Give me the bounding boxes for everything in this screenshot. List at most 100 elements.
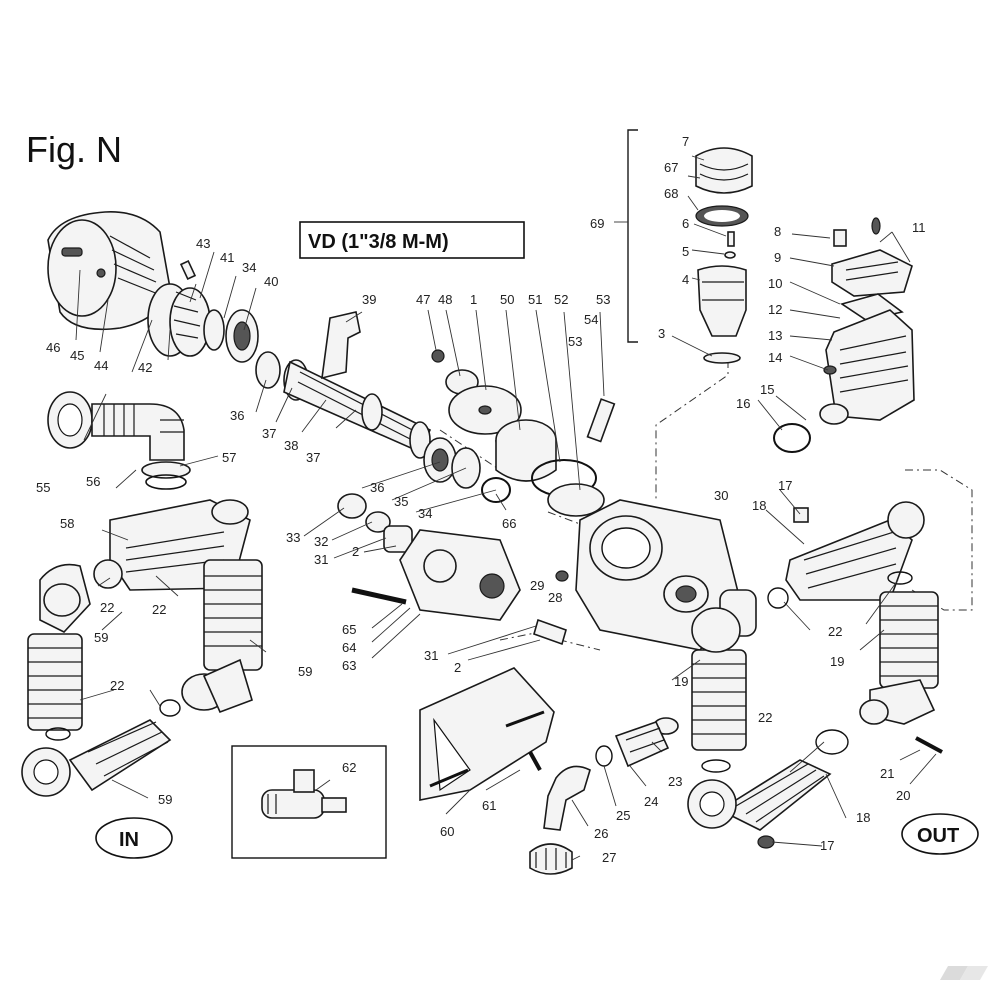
callout-53-upper: 53 [596, 292, 610, 307]
callout-66: 66 [502, 516, 516, 531]
out-badge [901, 813, 979, 855]
callout-2-upper: 2 [352, 544, 359, 559]
callout-52: 52 [554, 292, 568, 307]
callout-59-center: 59 [298, 664, 312, 679]
callout-22-left-upper: 22 [100, 600, 114, 615]
callout-59-lower: 59 [158, 792, 172, 807]
air-chamber-parts [695, 147, 753, 364]
callout-69: 69 [590, 216, 604, 231]
callout-22-right: 22 [828, 624, 842, 639]
callout-3: 3 [658, 326, 665, 341]
callout-54: 54 [584, 312, 598, 327]
callout-17-lower: 17 [820, 838, 834, 853]
callout-18-upper: 18 [752, 498, 766, 513]
callout-34-upper: 34 [242, 260, 256, 275]
callout-22-left-mid: 22 [152, 602, 166, 617]
in-label: IN [119, 829, 139, 851]
figure-title: Fig. N [26, 129, 122, 170]
callout-32: 32 [314, 534, 328, 549]
callout-6: 6 [682, 216, 689, 231]
callout-55: 55 [36, 480, 50, 495]
callout-26: 26 [594, 826, 608, 841]
callout-4: 4 [682, 272, 689, 287]
callout-44: 44 [94, 358, 108, 373]
callout-21: 21 [880, 766, 894, 781]
callout-39: 39 [362, 292, 376, 307]
model-label: VD (1"3/8 M-M) [308, 231, 449, 253]
group-69-bracket [627, 129, 638, 343]
callout-53-lower: 53 [568, 334, 582, 349]
model-label-box [299, 221, 525, 259]
callout-18-lower: 18 [856, 810, 870, 825]
callout-33: 33 [286, 530, 300, 545]
callout-25: 25 [616, 808, 630, 823]
callout-36-lower: 36 [370, 480, 384, 495]
callout-24: 24 [644, 794, 658, 809]
shaft-flange-parts [147, 259, 259, 363]
callout-12: 12 [768, 302, 782, 317]
callout-31-lower: 31 [424, 648, 438, 663]
callout-38: 38 [284, 438, 298, 453]
callout-20: 20 [896, 788, 910, 803]
callout-9: 9 [774, 250, 781, 265]
callout-56: 56 [86, 474, 100, 489]
pump-body-part [575, 499, 757, 651]
callout-57: 57 [222, 450, 236, 465]
callout-19-center: 19 [674, 674, 688, 689]
callout-2-lower: 2 [454, 660, 461, 675]
callout-37-lower: 37 [306, 450, 320, 465]
callout-40: 40 [264, 274, 278, 289]
callout-7: 7 [682, 134, 689, 149]
callout-59-left: 59 [94, 630, 108, 645]
callout-51: 51 [528, 292, 542, 307]
callout-28: 28 [548, 590, 562, 605]
callout-47: 47 [416, 292, 430, 307]
tee-fitting-part [261, 769, 347, 819]
callout-11: 11 [912, 220, 926, 235]
callout-14: 14 [768, 350, 782, 365]
diaphragm-parts [431, 349, 616, 517]
callout-61: 61 [482, 798, 496, 813]
callout-17-upper: 17 [778, 478, 792, 493]
callout-30: 30 [714, 488, 728, 503]
in-badge [95, 817, 173, 859]
callout-50: 50 [500, 292, 514, 307]
outlet-manifold-parts [687, 501, 943, 849]
callout-58: 58 [60, 516, 74, 531]
callout-22-left-lower: 22 [110, 678, 124, 693]
callout-29: 29 [530, 578, 544, 593]
callout-43: 43 [196, 236, 210, 251]
callout-67: 67 [664, 160, 678, 175]
callout-27: 27 [602, 850, 616, 865]
callout-41: 41 [220, 250, 234, 265]
inlet-manifold-parts [21, 391, 263, 797]
callout-63: 63 [342, 658, 356, 673]
callout-42: 42 [138, 360, 152, 375]
callout-19-right: 19 [830, 654, 844, 669]
callout-23: 23 [668, 774, 682, 789]
callout-46: 46 [46, 340, 60, 355]
callout-16: 16 [736, 396, 750, 411]
callout-8: 8 [774, 224, 781, 239]
callout-60: 60 [440, 824, 454, 839]
mount-and-fitting-parts [419, 667, 679, 875]
callout-labels: 43 41 34 40 46 45 44 42 39 36 37 38 37 4… [36, 134, 926, 865]
callout-10: 10 [768, 276, 782, 291]
callout-31-upper: 31 [314, 552, 328, 567]
out-label: OUT [917, 825, 959, 847]
callout-35: 35 [394, 494, 408, 509]
callout-leaders [75, 155, 937, 861]
valve-head-parts [773, 217, 915, 453]
callout-37-upper: 37 [262, 426, 276, 441]
callout-1: 1 [470, 292, 477, 307]
callout-5: 5 [682, 244, 689, 259]
corner-logo-mark [940, 966, 988, 980]
callout-36-upper: 36 [230, 408, 244, 423]
callout-13: 13 [768, 328, 782, 343]
callout-64: 64 [342, 640, 356, 655]
callout-22-center: 22 [758, 710, 772, 725]
pump-head-parts [337, 493, 569, 646]
callout-62: 62 [342, 760, 356, 775]
